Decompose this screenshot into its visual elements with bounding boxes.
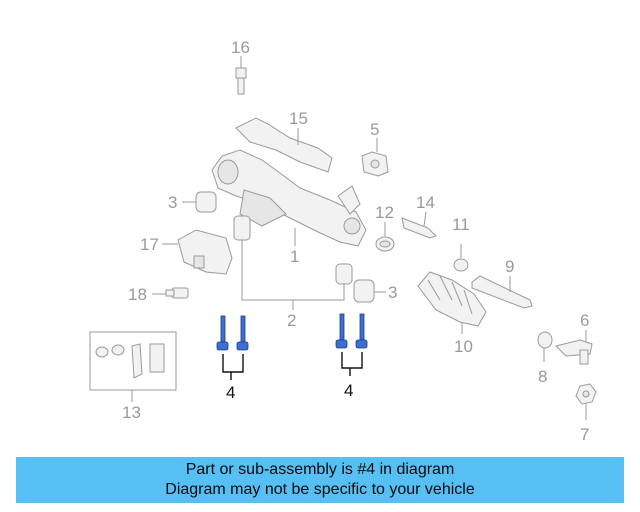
banner-line-2: Diagram may not be specific to your vehi… <box>165 481 475 498</box>
part-7-nut[interactable] <box>575 383 597 405</box>
callout-17: 17 <box>140 235 159 254</box>
callout-14: 14 <box>416 193 435 212</box>
callout-13: 13 <box>122 403 141 422</box>
callout-9: 9 <box>505 257 514 276</box>
part-18-bolt[interactable] <box>165 287 189 299</box>
callout-10: 10 <box>454 337 473 356</box>
part-6-tie-rod-end[interactable] <box>555 339 593 365</box>
callout-1: 1 <box>290 247 299 266</box>
callout-4-left: 4 <box>226 383 235 402</box>
info-banner: Part or sub-assembly is #4 in diagram Di… <box>16 457 624 503</box>
parts-diagram: 16 15 5 1 3 14 12 11 <box>89 38 597 444</box>
part-3-bushing-right[interactable] <box>353 279 375 303</box>
part-5-bracket[interactable] <box>361 151 389 177</box>
part-10-boot[interactable] <box>417 271 487 327</box>
part-15-heat-shield[interactable] <box>235 117 333 173</box>
callout-3-left: 3 <box>168 193 177 212</box>
part-17-cover[interactable] <box>177 229 233 275</box>
part-11-clamp[interactable] <box>453 258 469 272</box>
callout-11: 11 <box>452 215 470 234</box>
part-2-bushing-a[interactable] <box>233 215 251 241</box>
callout-15: 15 <box>289 109 308 128</box>
part-14-clip[interactable] <box>401 217 437 239</box>
callout-4-right: 4 <box>344 381 353 400</box>
part-4-bolt-right-b[interactable] <box>355 313 368 349</box>
part-4-bolt-left-b[interactable] <box>236 315 249 351</box>
part-16-bolt[interactable] <box>235 67 247 95</box>
callout-18: 18 <box>128 285 147 304</box>
callout-6: 6 <box>580 311 589 330</box>
part-13-repair-kit[interactable] <box>89 331 177 391</box>
part-9-tie-rod[interactable] <box>471 275 533 309</box>
callout-2: 2 <box>287 311 296 330</box>
part-12-clamp[interactable] <box>375 236 395 252</box>
callout-7: 7 <box>580 425 589 444</box>
part-8-dust-boot[interactable] <box>537 331 553 349</box>
callout-3-right: 3 <box>388 283 397 302</box>
callout-12: 12 <box>375 203 394 222</box>
part-3-bushing-left[interactable] <box>195 191 217 213</box>
callout-8: 8 <box>538 367 547 386</box>
callout-16: 16 <box>231 38 250 57</box>
callout-5: 5 <box>370 120 379 139</box>
part-1-steering-rack[interactable] <box>211 149 367 247</box>
part-4-bolt-left-a[interactable] <box>216 315 229 351</box>
part-4-bolt-right-a[interactable] <box>335 313 348 349</box>
banner-line-1: Part or sub-assembly is #4 in diagram <box>185 461 455 478</box>
part-2-bushing-b[interactable] <box>335 263 353 285</box>
